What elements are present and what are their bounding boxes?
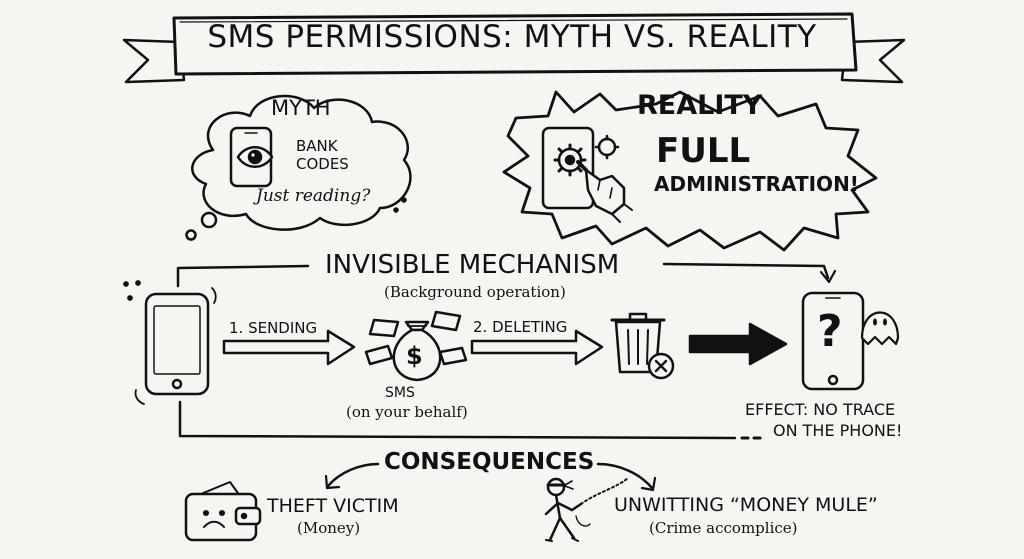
page-title: SMS PERMISSIONS: MYTH VS. REALITY bbox=[207, 19, 817, 55]
consequence-arrows bbox=[324, 462, 657, 492]
money-bag-icon bbox=[364, 310, 468, 382]
mechanism-subheading: (Background operation) bbox=[384, 283, 566, 301]
theft-victim-title: THEFT VICTIM bbox=[267, 495, 399, 517]
consequences-heading: CONSEQUENCES bbox=[384, 449, 595, 475]
effect-line-1: EFFECT: NO TRACE bbox=[745, 400, 896, 419]
effect-arrow bbox=[688, 322, 788, 366]
money-mule-subtitle: (Crime accomplice) bbox=[649, 519, 798, 537]
mechanism-heading: INVISIBLE MECHANISM bbox=[325, 250, 620, 280]
gear-icon bbox=[541, 126, 620, 210]
step-sending-label: 1. SENDING bbox=[229, 319, 318, 337]
trash-icon bbox=[610, 312, 675, 380]
wallet-icon bbox=[184, 481, 262, 542]
theft-victim-subtitle: (Money) bbox=[297, 519, 361, 537]
title-ribbon bbox=[122, 12, 906, 84]
effect-line-2: ON THE PHONE! bbox=[773, 421, 903, 440]
myth-heading: MYTH bbox=[271, 96, 331, 120]
myth-line-1: BANK bbox=[296, 137, 338, 155]
mechanism-frame bbox=[123, 262, 837, 440]
reality-line-1: FULL bbox=[656, 131, 751, 171]
robot-hand-icon bbox=[576, 160, 633, 223]
deleting-arrow bbox=[470, 329, 604, 366]
sms-label: SMS bbox=[385, 385, 415, 401]
myth-cloud bbox=[185, 94, 412, 241]
step-deleting-label: 2. DELETING bbox=[473, 318, 568, 336]
dollar-sign-icon: $ bbox=[406, 342, 423, 370]
sms-sublabel: (on your behalf) bbox=[346, 403, 468, 421]
money-mule-title: UNWITTING “MONEY MULE” bbox=[614, 494, 878, 516]
mule-figure-icon bbox=[544, 477, 629, 542]
ghost-icon bbox=[860, 311, 900, 346]
reality-heading: REALITY bbox=[637, 90, 763, 121]
reality-burst bbox=[502, 90, 878, 252]
myth-line-2: CODES bbox=[296, 155, 349, 173]
phone-icon bbox=[801, 291, 865, 391]
sending-arrow bbox=[222, 329, 356, 366]
eye-icon bbox=[236, 146, 274, 168]
myth-caption: Just reading? bbox=[256, 186, 371, 206]
reality-line-2: ADMINISTRATION! bbox=[654, 172, 859, 196]
phone-icon bbox=[134, 287, 217, 405]
question-mark-icon: ? bbox=[817, 306, 843, 357]
